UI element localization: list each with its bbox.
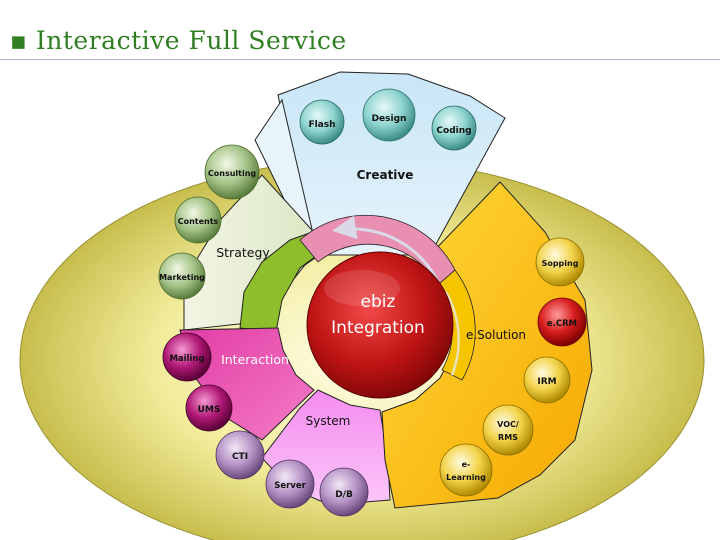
node-flash: Flash <box>299 99 345 145</box>
node-db: D/B <box>319 467 369 517</box>
center-line1: ebiz <box>361 292 396 312</box>
svg-text:UMS: UMS <box>198 405 221 415</box>
svg-text:Learning: Learning <box>446 473 486 482</box>
node-contents: Contents <box>174 196 222 244</box>
center-line2: Integration <box>331 318 425 338</box>
svg-text:Server: Server <box>274 481 306 491</box>
node-mailing: Mailing <box>162 332 212 382</box>
node-server: Server <box>265 459 315 509</box>
svg-text:VOC/: VOC/ <box>497 420 519 429</box>
svg-text:Sopping: Sopping <box>542 259 579 268</box>
node-coding: Coding <box>431 105 477 151</box>
bullet-icon: ▪ <box>10 26 28 55</box>
svg-text:Flash: Flash <box>308 120 335 130</box>
title-underline <box>0 59 720 60</box>
center-highlight <box>324 270 400 306</box>
node-ecrm: e.CRM <box>537 297 587 347</box>
interaction-label: Interaction <box>221 352 289 367</box>
page-title-text: Interactive Full Service <box>35 26 347 55</box>
node-voc-rms: VOC/ RMS <box>482 404 534 456</box>
svg-text:e-: e- <box>462 460 471 469</box>
svg-text:CTI: CTI <box>232 452 248 462</box>
title-bar: ▪ Interactive Full Service <box>0 0 720 62</box>
svg-text:Marketing: Marketing <box>159 273 205 282</box>
svg-text:Mailing: Mailing <box>169 354 204 364</box>
node-cti: CTI <box>215 430 265 480</box>
svg-text:Contents: Contents <box>178 217 219 226</box>
node-elearning: e- Learning <box>439 443 493 497</box>
page-title: ▪ Interactive Full Service <box>10 26 347 55</box>
rotation-arrow <box>332 215 442 287</box>
rotation-arrow-trail <box>444 291 460 376</box>
svg-text:Coding: Coding <box>436 126 471 136</box>
node-irm: IRM <box>523 356 571 404</box>
node-ums: UMS <box>185 384 233 432</box>
system-label: System <box>306 414 351 428</box>
svg-text:e.CRM: e.CRM <box>547 319 577 329</box>
node-shopping: Sopping <box>535 237 585 287</box>
svg-text:D/B: D/B <box>335 490 353 500</box>
svg-text:Consulting: Consulting <box>208 169 257 178</box>
strategy-label: Strategy <box>216 245 270 260</box>
svg-text:IRM: IRM <box>537 377 556 387</box>
esolution-label: e.Solution <box>466 328 526 342</box>
node-design: Design <box>362 88 416 142</box>
creative-label: Creative <box>357 168 414 182</box>
svg-text:Design: Design <box>372 114 407 124</box>
node-marketing: Marketing <box>158 252 206 300</box>
node-consulting: Consulting <box>204 144 260 200</box>
svg-text:RMS: RMS <box>498 433 518 442</box>
center-circle <box>306 251 454 399</box>
